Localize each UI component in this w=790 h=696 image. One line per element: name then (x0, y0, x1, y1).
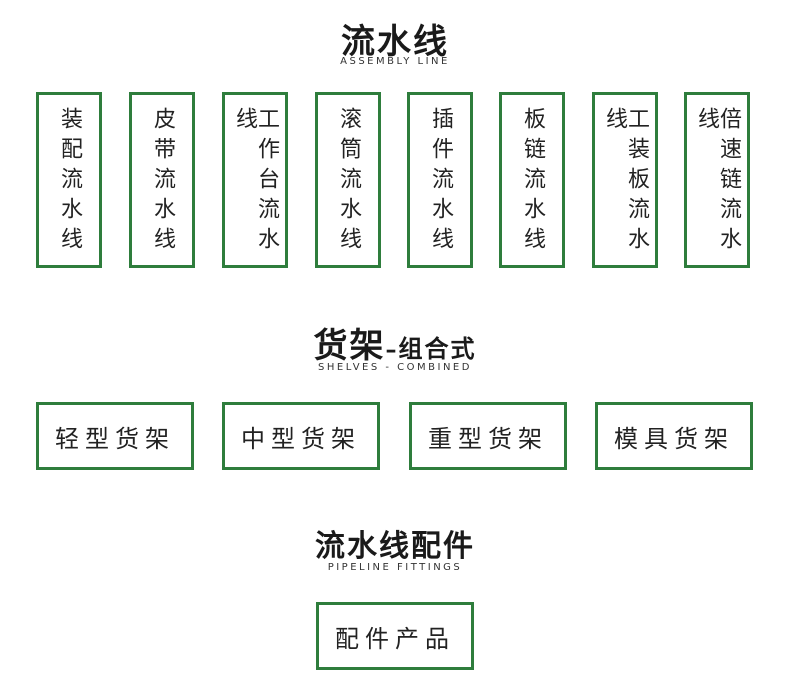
assembly-item-label: 滚筒流水线 (336, 107, 361, 257)
fittings-item-label: 配件产品 (335, 624, 455, 653)
assembly-item-6[interactable]: 工装板流水线 (592, 92, 658, 268)
shelves-title: 货架–组合式 (0, 318, 790, 367)
shelves-item-label: 轻型货架 (55, 424, 175, 453)
assembly-title: 流水线 (341, 22, 449, 62)
shelves-item-0[interactable]: 轻型货架 (36, 402, 194, 470)
assembly-item-label: 倍速链流水线 (694, 107, 741, 257)
assembly-subtitle: ASSEMBLY LINE (340, 56, 450, 67)
assembly-item-1[interactable]: 皮带流水线 (129, 92, 195, 268)
assembly-item-4[interactable]: 插件流水线 (407, 92, 473, 268)
shelves-item-1[interactable]: 中型货架 (222, 402, 380, 470)
fittings-subtitle: PIPELINE FITTINGS (327, 562, 463, 573)
shelves-title-main: 货架 (313, 326, 386, 366)
fittings-title: 流水线配件 (315, 529, 475, 564)
shelves-item-label: 中型货架 (241, 424, 361, 453)
assembly-item-label: 板链流水线 (520, 107, 545, 257)
shelves-item-3[interactable]: 模具货架 (595, 402, 753, 470)
shelves-item-label: 重型货架 (428, 424, 548, 453)
assembly-item-7[interactable]: 倍速链流水线 (684, 92, 750, 268)
assembly-item-label: 插件流水线 (428, 107, 453, 257)
shelves-subtitle: SHELVES - COMBINED (318, 362, 472, 373)
assembly-item-label: 装配流水线 (57, 107, 82, 257)
assembly-item-3[interactable]: 滚筒流水线 (315, 92, 381, 268)
assembly-item-0[interactable]: 装配流水线 (36, 92, 102, 268)
assembly-item-5[interactable]: 板链流水线 (499, 92, 565, 268)
shelves-item-label: 模具货架 (614, 424, 734, 453)
assembly-item-label: 皮带流水线 (150, 107, 175, 257)
assembly-item-2[interactable]: 工作台流水线 (222, 92, 288, 268)
fittings-item-0[interactable]: 配件产品 (316, 602, 474, 670)
assembly-item-label: 工装板流水线 (602, 107, 649, 257)
shelves-title-suffix: 组合式 (398, 335, 477, 363)
shelves-title-dash: – (385, 338, 399, 363)
shelves-item-2[interactable]: 重型货架 (409, 402, 567, 470)
assembly-item-label: 工作台流水线 (232, 107, 279, 257)
